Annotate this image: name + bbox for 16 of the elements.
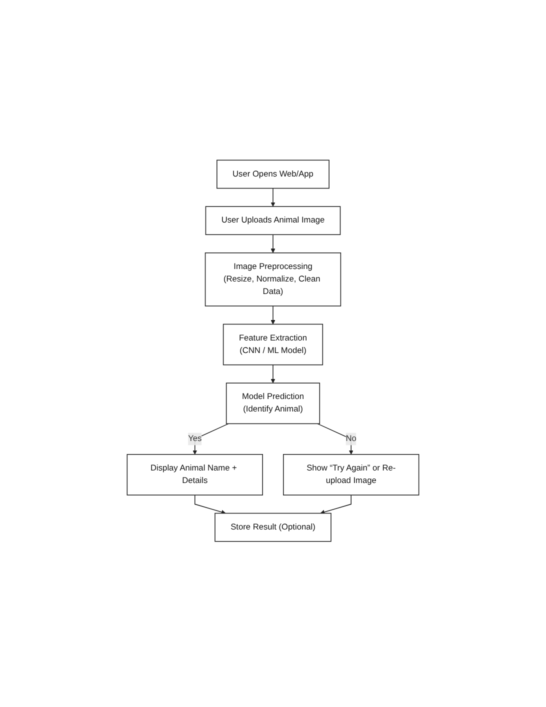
arrow [320, 494, 352, 514]
arrow [270, 364, 276, 384]
node-box: User Opens Web/App [216, 160, 330, 189]
node-box: Feature Extraction (CNN / ML Model) [222, 324, 324, 366]
node-box: Store Result (Optional) [214, 513, 332, 542]
node-box: User Uploads Animal Image [205, 206, 341, 236]
node-box: Model Prediction (Identify Animal) [226, 382, 320, 424]
node-box: Show “Try Again” or Re-upload Image [283, 454, 420, 496]
arrow [194, 494, 226, 514]
arrow [270, 234, 276, 254]
edge-label: Yes [188, 434, 202, 444]
arrow [270, 188, 276, 207]
node-box: Display Animal Name + Details [126, 454, 263, 496]
node-box: Image Preprocessing (Resize, Normalize, Clean Data) [204, 252, 342, 307]
edge-label: No [346, 434, 356, 444]
arrow [270, 306, 276, 325]
